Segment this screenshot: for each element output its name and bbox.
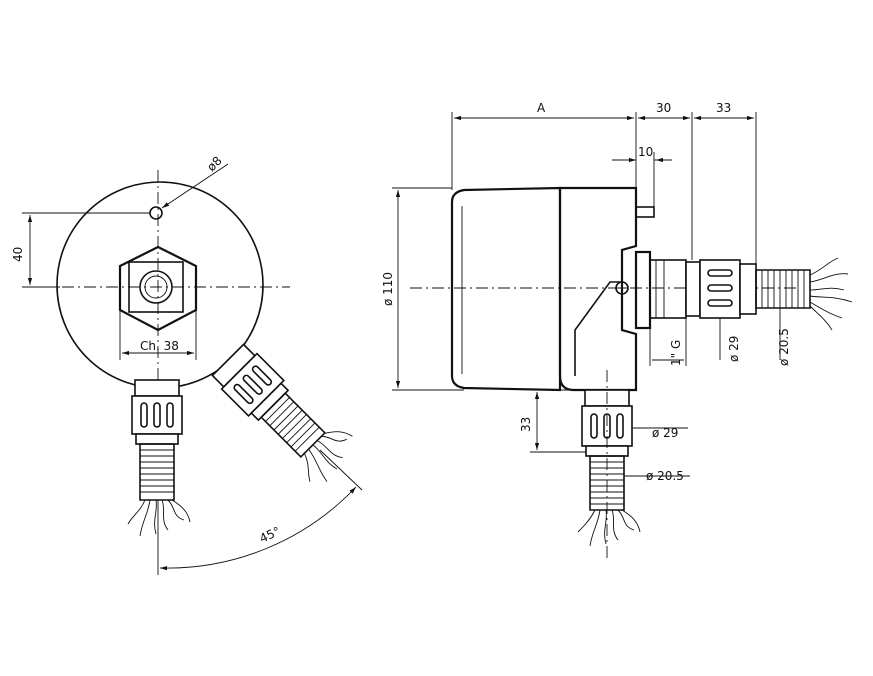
mounting-hole	[149, 206, 163, 220]
dim-45-arc	[159, 486, 357, 571]
connection-housing	[558, 186, 638, 392]
housing-bevel	[574, 281, 622, 376]
side-cable-gland	[685, 257, 853, 331]
dim-d205-side-label: ø 20.5	[777, 328, 791, 366]
dim-33-left-label: 33	[519, 417, 533, 432]
bottom-cable-gland	[127, 379, 191, 537]
dim-d205-bottom-label: ø 20.5	[646, 469, 684, 483]
dim-ch38-label: Ch. 38	[140, 339, 179, 353]
dim-d110-label: ø 110	[381, 272, 395, 306]
angled-cable-gland	[211, 343, 353, 482]
dim-33-top-label: 33	[716, 101, 731, 115]
dim-d29-bottom-label: ø 29	[652, 426, 678, 440]
dim-1g-label: 1" G	[669, 340, 683, 366]
top-pin	[635, 206, 655, 218]
dim-40-label: 40	[11, 247, 25, 262]
hex-inner-square	[128, 261, 184, 313]
dim-45-ext-diagonal	[319, 449, 363, 491]
dim-30-label: 30	[656, 101, 671, 115]
dim-d8-label: ø8	[204, 154, 224, 174]
gauge-case	[450, 186, 562, 392]
hex-bore-inner	[144, 275, 168, 299]
thread-1g	[634, 250, 652, 330]
hex-nut	[118, 245, 198, 332]
dim-d29-side-label: ø 29	[727, 336, 741, 362]
dim-A-label: A	[537, 101, 546, 115]
dim-10-label: 10	[638, 145, 653, 159]
hex-bore-outer	[139, 270, 173, 304]
front-view: 40 ø8 Ch. 38	[11, 154, 363, 575]
dim-d8-leader	[161, 163, 229, 209]
dim-45-label: 45°	[257, 524, 282, 546]
side-view: A 30 33 10 ø 110 1" G ø 29 ø 20.5 33	[381, 101, 853, 560]
side-bottom-cable-gland	[577, 389, 641, 547]
